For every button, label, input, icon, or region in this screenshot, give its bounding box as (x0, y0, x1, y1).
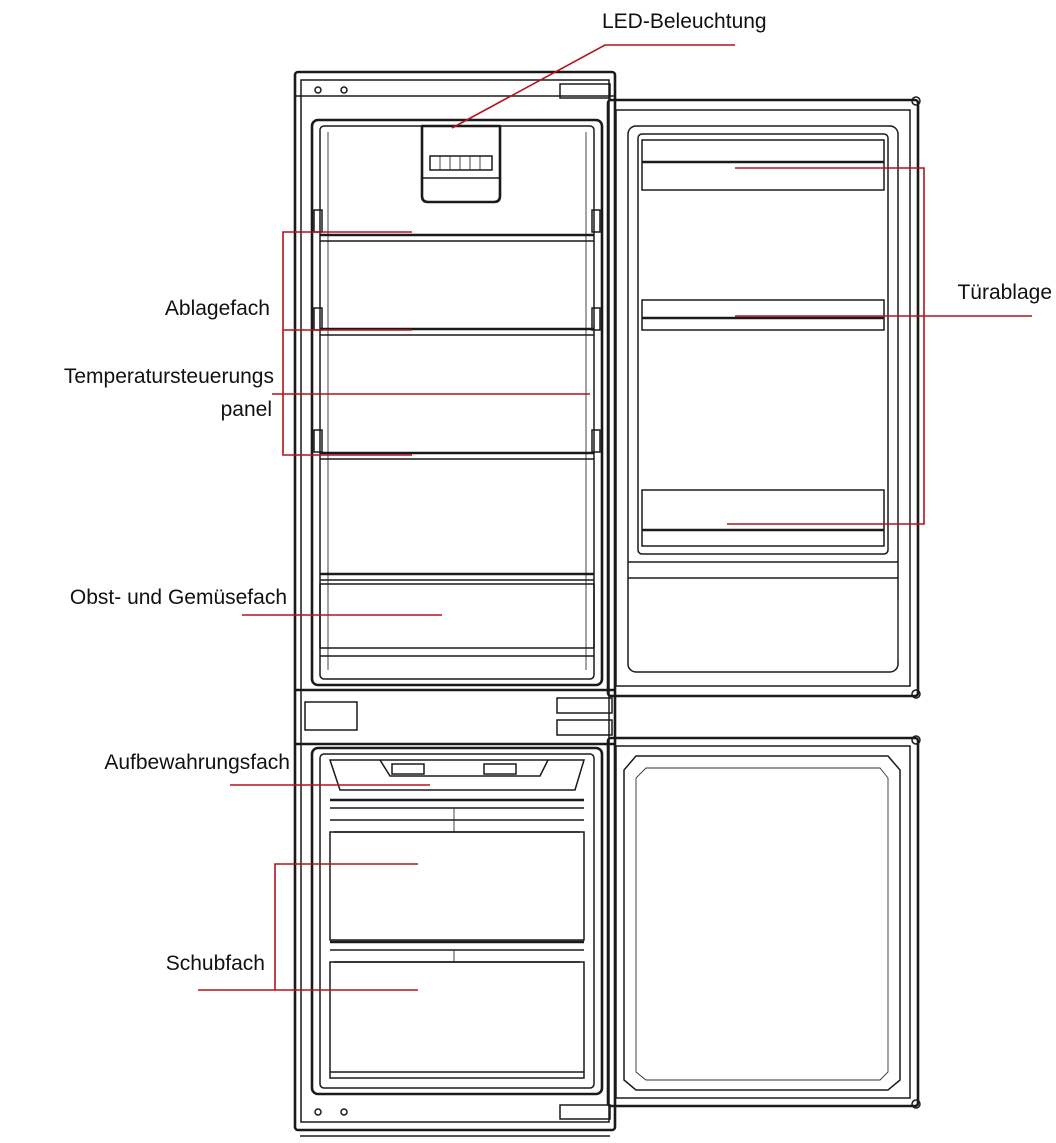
led-light-module (420, 124, 502, 204)
door-shelves (641, 139, 885, 547)
crisper-drawer (319, 572, 595, 657)
leader-door-shelf (727, 167, 925, 525)
leader-drawer (274, 863, 418, 991)
label-led-lighting: LED-Beleuchtung (602, 10, 767, 33)
cabinet (293, 70, 617, 1137)
fridge-door (606, 96, 921, 699)
label-shelf: Ablagefach (165, 297, 270, 320)
glass-shelves (320, 233, 594, 460)
label-storage-compartment: Aufbewahrungsfach (104, 751, 290, 774)
fridge-compartment (310, 118, 604, 687)
label-drawer: Schubfach (166, 952, 265, 975)
leader-lines (198, 44, 1032, 991)
label-temperature-panel-line2: panel (221, 398, 272, 421)
middle-divider (295, 688, 615, 746)
label-crisper: Obst- und Gemüsefach (70, 586, 287, 609)
freezer-compartment (310, 746, 604, 1096)
freezer-drawers (329, 831, 585, 1079)
storage-compartment (328, 759, 586, 833)
label-temperature-panel-line1: Temperatursteuerungs (64, 365, 274, 388)
freezer-door (606, 735, 921, 1109)
label-door-shelf: Türablage (957, 281, 1052, 304)
leader-led (451, 44, 735, 129)
leader-shelf (282, 231, 412, 456)
